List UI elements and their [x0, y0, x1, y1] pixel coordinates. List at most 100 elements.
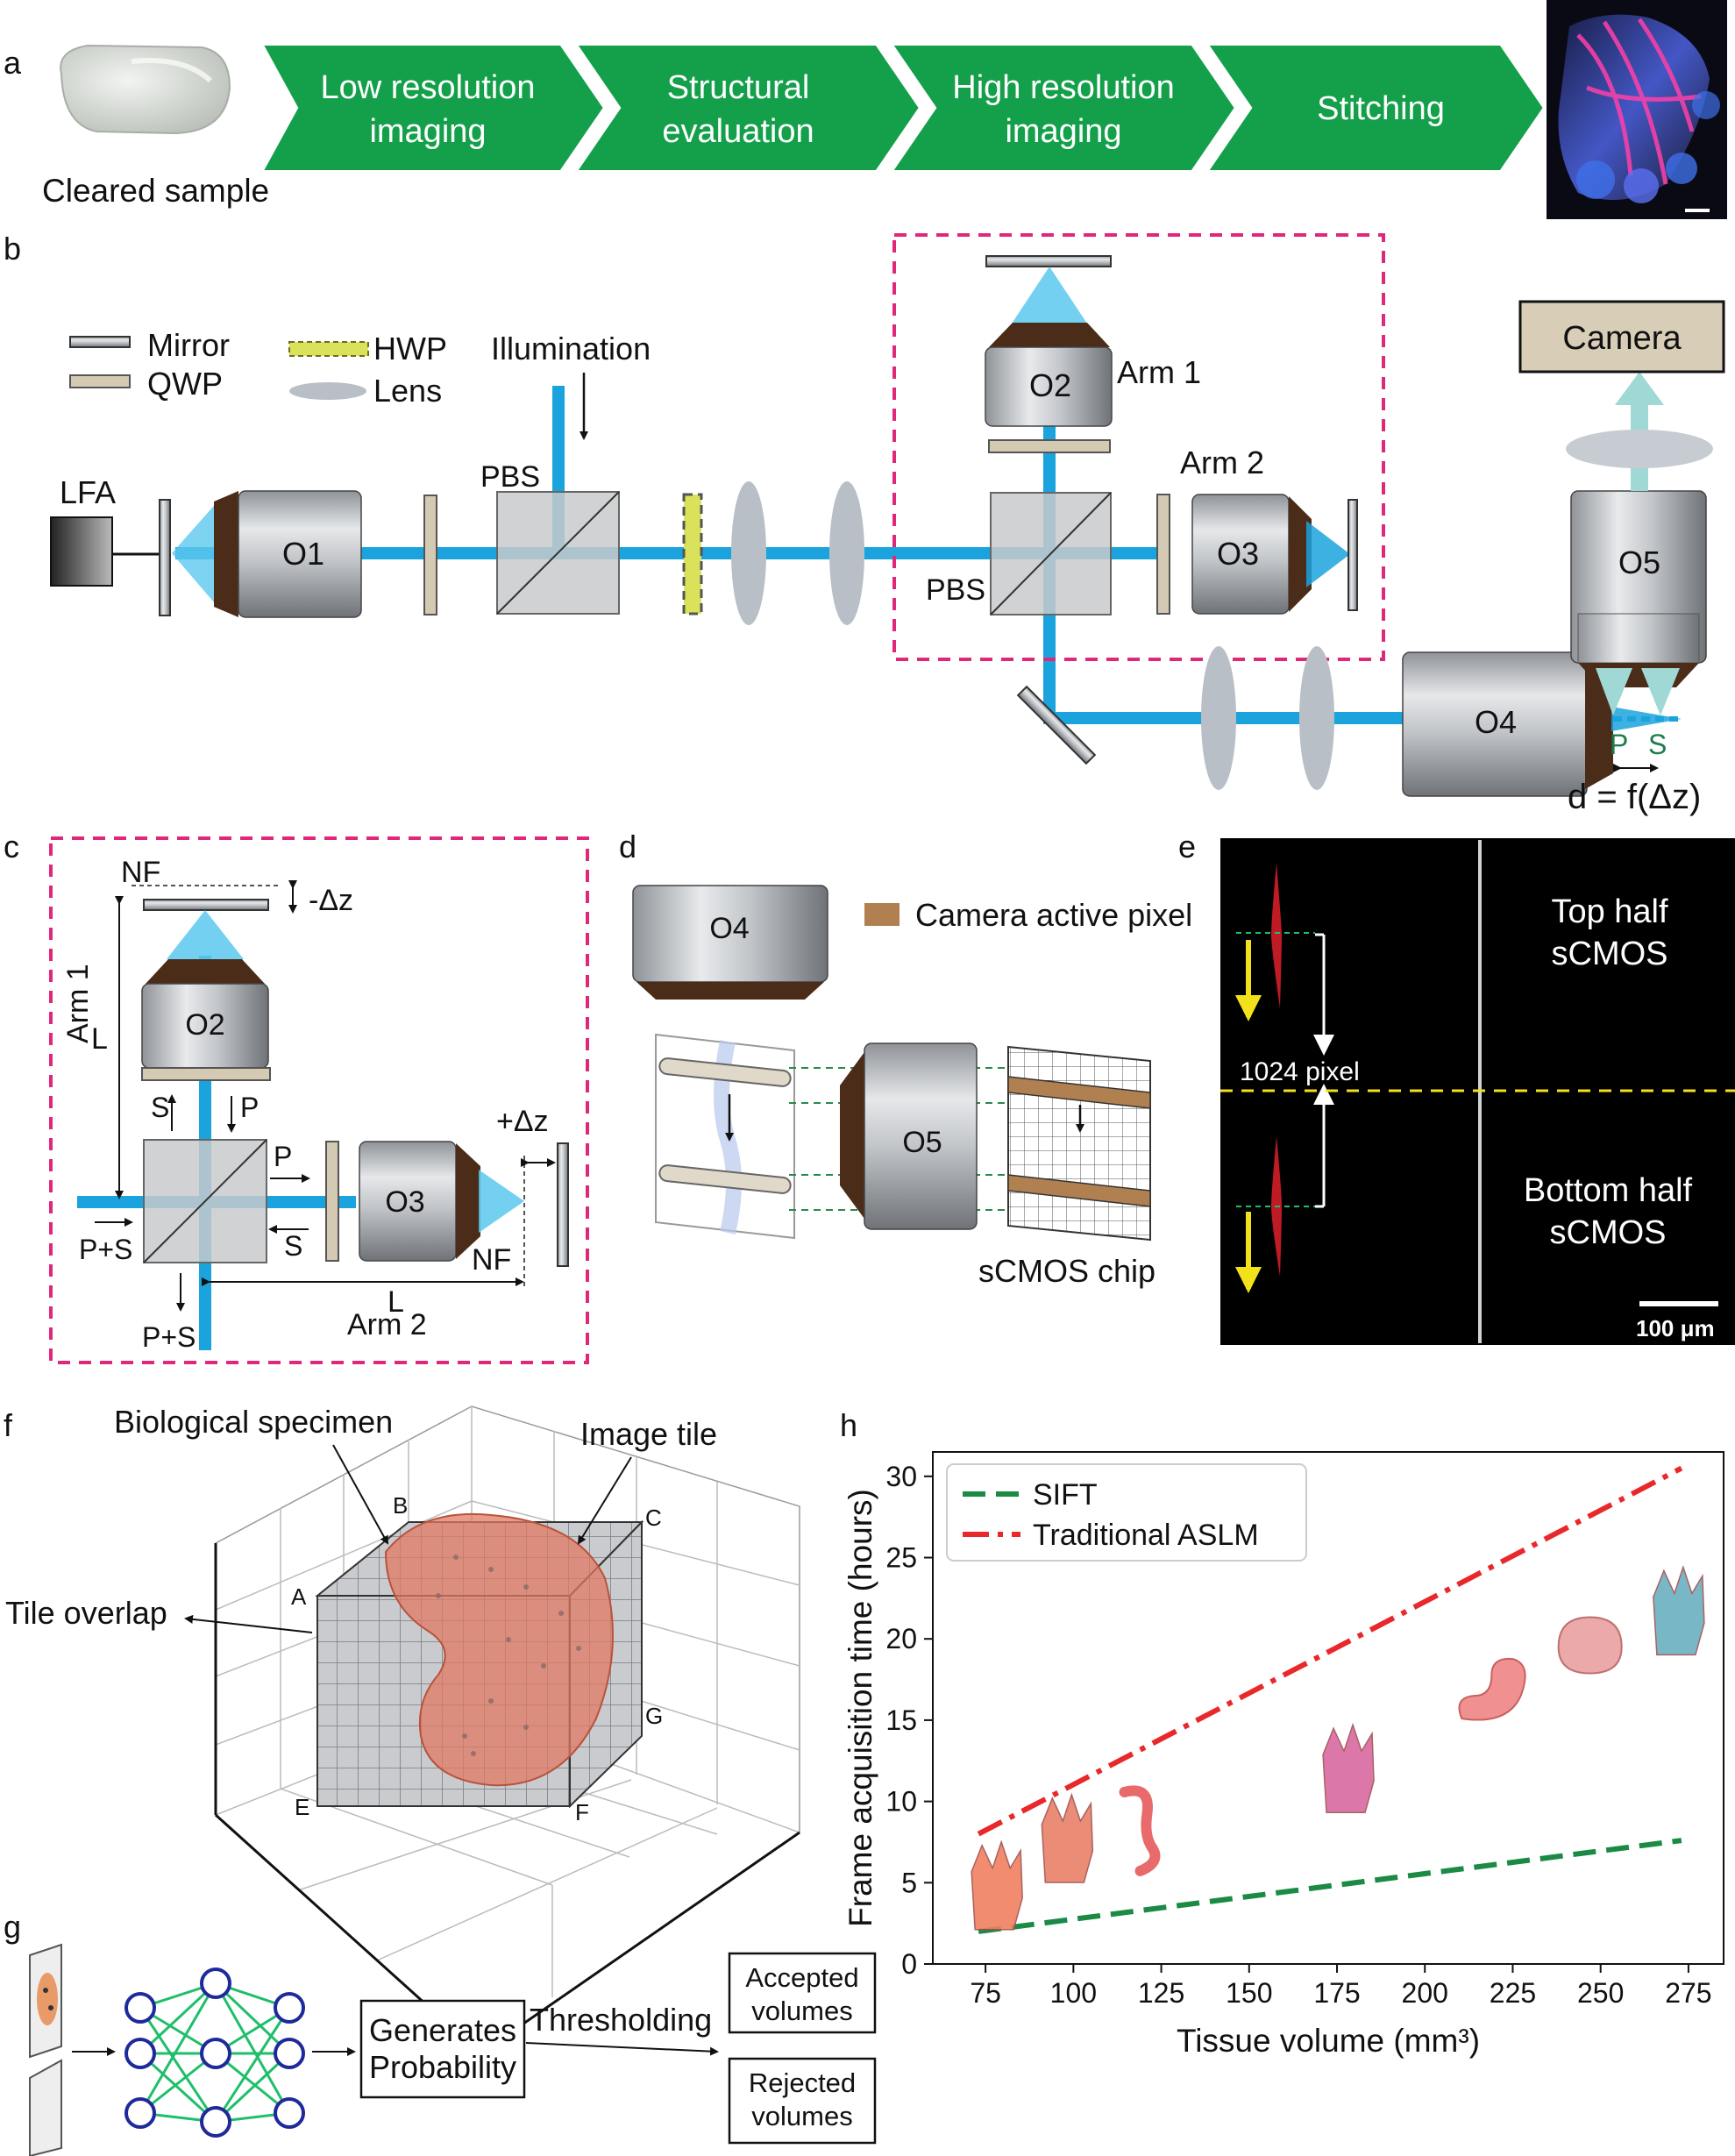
- f-tile-label: Image tile: [580, 1416, 717, 1452]
- o5-label: O5: [1618, 544, 1660, 580]
- y-tick-label: 10: [885, 1786, 917, 1818]
- x-tick-label: 125: [1138, 1977, 1184, 2009]
- g-neural-network: [124, 1967, 305, 2138]
- lens-4: [1299, 646, 1334, 790]
- d-sample-planes: [655, 1033, 795, 1240]
- y-tick-label: 25: [885, 1542, 917, 1574]
- nf-top-label: NF: [121, 856, 160, 889]
- legend-label: SIFT: [1033, 1478, 1098, 1512]
- panel-b-legend: Mirror QWP HWP Lens: [69, 327, 447, 409]
- c-arm2-qwp: [325, 1141, 339, 1262]
- workflow-step-2: [572, 42, 923, 174]
- g-accepted-box: [728, 1952, 877, 2034]
- f-specimen-label: Biological specimen: [114, 1404, 393, 1440]
- plot-frame: [932, 1451, 1724, 1965]
- s-label: S: [1648, 729, 1667, 760]
- e-beam-top: [1271, 863, 1282, 1008]
- c-objective-o2: [141, 959, 269, 1069]
- y-tick-label: 30: [885, 1461, 917, 1492]
- panel-f: f: [4, 1404, 800, 2055]
- hand-icon: [1041, 1792, 1094, 1883]
- f-corner-F: F: [575, 1799, 589, 1825]
- plus-dz-label: +Δz: [496, 1105, 549, 1138]
- step-2-line2: evaluation: [662, 113, 814, 150]
- step-2-line1: Structural: [667, 69, 810, 106]
- workflow-step-4: [1203, 42, 1547, 174]
- workflow-steps: Low resolution imaging Structural evalua…: [258, 42, 1547, 174]
- d-objective-o5: [840, 1042, 978, 1230]
- e-top-line2: sCMOS: [1552, 936, 1668, 972]
- g-generates-line1: Generates: [369, 2012, 516, 2048]
- interferometer-box: [892, 233, 1385, 661]
- x-tick-label: 250: [1577, 1977, 1624, 2009]
- panel-d-letter: d: [619, 829, 636, 865]
- vessel-paw-icon: [1322, 1722, 1375, 1813]
- g-generates-line2: Probability: [369, 2049, 516, 2085]
- c-s-up-label: S: [151, 1092, 169, 1123]
- panel-b-letter: b: [4, 231, 21, 267]
- arm2-mirror: [1347, 499, 1358, 611]
- tube-lens: [1566, 430, 1713, 468]
- panel-e-letter: e: [1178, 829, 1196, 865]
- d-o4-label: O4: [709, 912, 749, 945]
- f-tile-pointer: [577, 1456, 632, 1545]
- o2-label: O2: [1029, 367, 1071, 403]
- c-o3-cone: [479, 1170, 524, 1233]
- x-tick-label: 275: [1665, 1977, 1711, 2009]
- workflow-step-3: [887, 42, 1239, 174]
- camera-box: [1518, 300, 1725, 374]
- d-scmos-chip: [1007, 1045, 1151, 1242]
- lfa-actuator: [50, 499, 171, 616]
- stomach-icon: [1458, 1657, 1526, 1721]
- d-active-pixel-top: [1007, 1076, 1151, 1109]
- f-tile-cube: [315, 1512, 644, 1809]
- panel-g: g Generates Proba: [4, 1909, 877, 2156]
- stitched-volume-image: [1547, 0, 1727, 219]
- workflow-step-1: [258, 42, 608, 174]
- d-chip-label: sCMOS chip: [978, 1253, 1155, 1289]
- c-p-plus-s-out: P+S: [142, 1321, 196, 1353]
- c-p-down-label: P: [240, 1092, 259, 1123]
- d-legend-swatch: [864, 903, 899, 926]
- e-scale-bar: [1639, 1301, 1718, 1306]
- hwp: [682, 493, 703, 615]
- d-formula: d = f(Δz): [1568, 778, 1701, 816]
- f-corner-B: B: [393, 1492, 408, 1519]
- legend-hwp-swatch: [288, 341, 369, 357]
- arm2-label: Arm 2: [1180, 445, 1264, 480]
- e-pixel-label: 1024 pixel: [1240, 1057, 1360, 1086]
- folding-mirror: [1016, 685, 1097, 765]
- pbs-cube-2: [990, 492, 1112, 615]
- step-4-line1: Stitching: [1317, 90, 1445, 127]
- lfa-label: LFA: [60, 474, 116, 510]
- d-objective-o4: [632, 885, 828, 1000]
- g-rejected-box: [728, 2057, 877, 2145]
- legend-box: [946, 1463, 1307, 1562]
- panel-c-letter: c: [4, 829, 19, 865]
- g-rejected-line2: volumes: [751, 2101, 852, 2131]
- legend-lens-label: Lens: [373, 373, 442, 409]
- c-arm2-mirror: [557, 1142, 569, 1267]
- c-arm1-mirror: [143, 899, 269, 911]
- x-tick-label: 100: [1050, 1977, 1097, 2009]
- x-axis-label: Tissue volume (mm³): [1177, 2023, 1480, 2059]
- x-tick-label: 150: [1226, 1977, 1272, 2009]
- f-corner-C: C: [645, 1505, 662, 1531]
- f-corner-G: G: [645, 1703, 663, 1729]
- e-bottom-line1: Bottom half: [1524, 1172, 1693, 1209]
- f-overlap-pointer: [184, 1614, 313, 1633]
- objective-o2: [985, 323, 1113, 427]
- arm1-qwp: [988, 439, 1111, 453]
- lens-2: [829, 481, 864, 625]
- panel-d: d O4 Camera active pixel O5: [619, 829, 1192, 1289]
- cleared-sample-label: Cleared sample: [42, 173, 269, 209]
- pbs-cube-1: [496, 491, 620, 615]
- c-o2-label: O2: [185, 1008, 224, 1042]
- objective-o5: [1570, 490, 1707, 687]
- y-tick-label: 20: [885, 1623, 917, 1654]
- lens-3: [1201, 646, 1236, 790]
- lens-1: [731, 481, 766, 625]
- nf-right-label: NF: [472, 1243, 511, 1277]
